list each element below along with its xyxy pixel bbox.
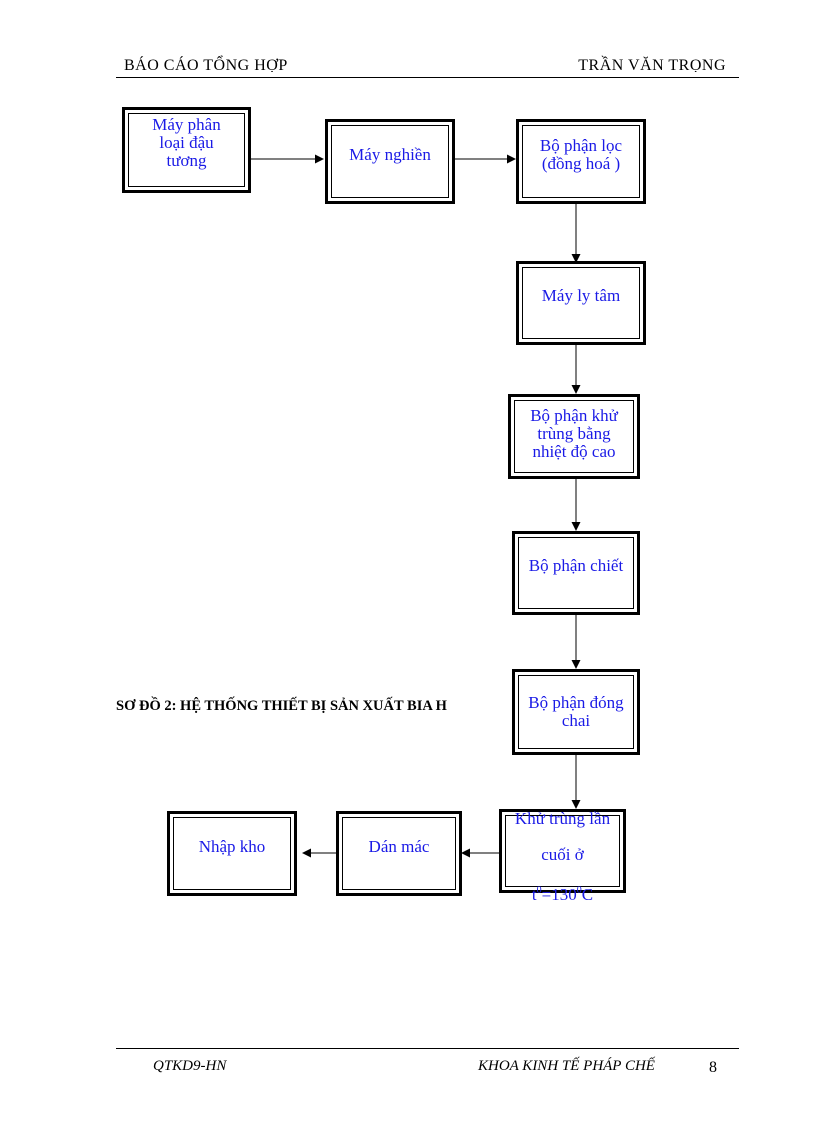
footer-rule bbox=[116, 1048, 739, 1049]
box-sterilizer: Bộ phận khử trùng bằng nhiệt độ cao bbox=[508, 394, 640, 479]
box-extractor: Bộ phận chiết bbox=[512, 531, 640, 615]
header-rule bbox=[116, 77, 739, 78]
box-labeling: Dán mác bbox=[336, 811, 462, 896]
header-left-text: BÁO CÁO TỔNG HỢP bbox=[124, 57, 288, 72]
box-final-sterilize: Khử trùng lần cuối ở t0=1300C bbox=[499, 809, 626, 903]
final-sterilize-text: Khử trùng lần cuối ở t0=1300C bbox=[514, 809, 611, 904]
box-warehouse: Nhập kho bbox=[167, 811, 297, 896]
box-filter: Bộ phận lọc (đồng hoá ) bbox=[516, 119, 646, 204]
page-number: 8 bbox=[709, 1059, 717, 1076]
box-centrifuge: Máy ly tâm bbox=[516, 261, 646, 345]
footer-center-text: KHOA KINH TẾ PHÁP CHẾ bbox=[478, 1058, 655, 1074]
footer-left-text: QTKD9-HN bbox=[153, 1058, 227, 1074]
diagram-title: SƠ ĐỒ 2: HỆ THỐNG THIẾT BỊ SẢN XUẤT BIA … bbox=[116, 698, 447, 714]
box-sorting-machine: Máy phân loại đậu tương bbox=[122, 107, 251, 193]
box-bottling: Bộ phận đóng chai bbox=[512, 669, 640, 755]
box-grinder: Máy nghiền bbox=[325, 119, 455, 204]
header-right-text: TRẦN VĂN TRỌNG bbox=[578, 57, 726, 72]
